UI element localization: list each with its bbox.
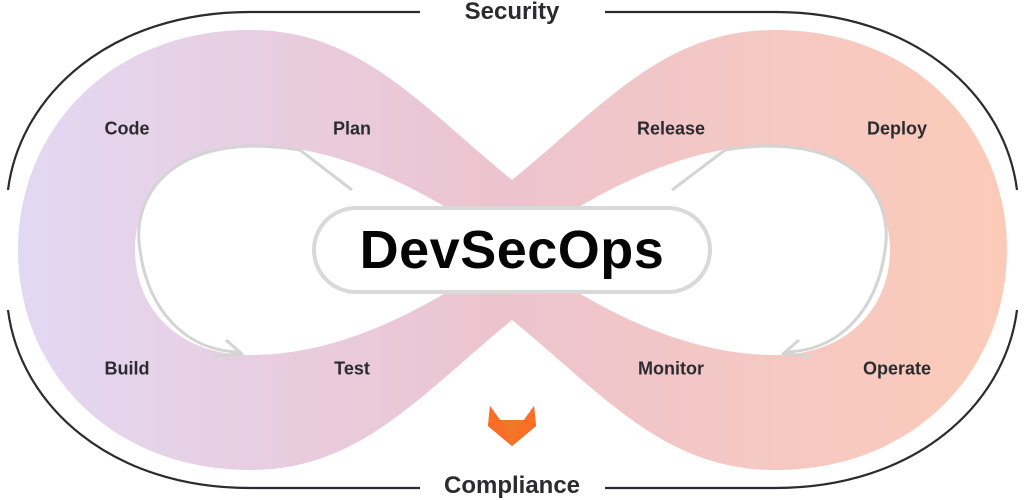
infinity-loop-band <box>18 30 1007 470</box>
stage-plan: Plan <box>332 118 372 139</box>
center-title: DevSecOps <box>359 220 665 280</box>
outer-frame-bottom-left <box>6 309 420 490</box>
center-title-pill: DevSecOps <box>312 206 712 294</box>
stage-build: Build <box>104 358 150 379</box>
stage-monitor: Monitor <box>638 358 704 379</box>
right-flow-arrowhead-icon <box>781 338 812 358</box>
gitlab-tanuki-icon <box>488 406 536 446</box>
stage-release: Release <box>636 118 706 139</box>
right-inner-flow-line <box>671 144 888 354</box>
stage-operate: Operate <box>862 358 932 379</box>
compliance-label: Compliance <box>429 472 595 500</box>
outer-frame-bottom-right <box>605 309 1019 490</box>
left-inner-flow-line <box>137 144 353 354</box>
stage-code: Code <box>104 118 150 139</box>
stage-test: Test <box>334 358 370 379</box>
left-flow-arrowhead-icon <box>213 338 244 358</box>
stage-deploy: Deploy <box>866 118 928 139</box>
outer-frame-top-left <box>6 10 420 191</box>
security-label: Security <box>450 0 574 26</box>
outer-frame-top-right <box>605 10 1019 191</box>
